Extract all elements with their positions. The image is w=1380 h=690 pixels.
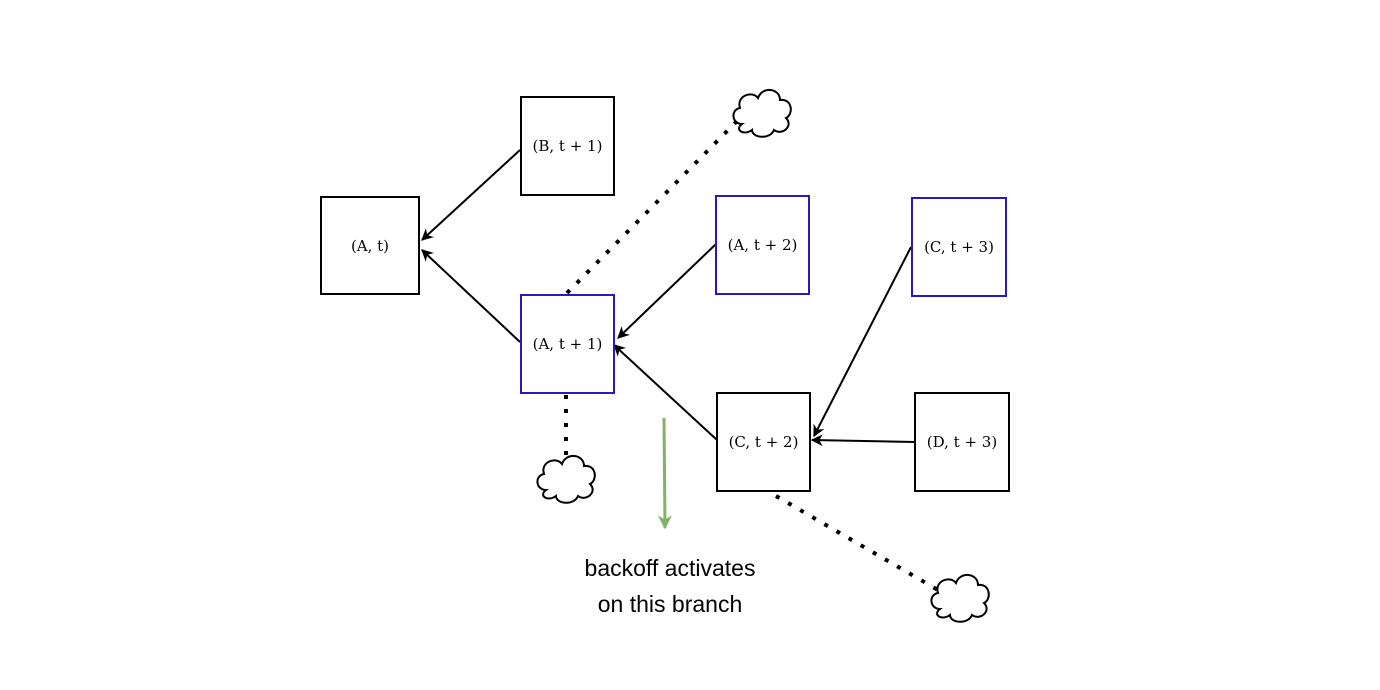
edge-c-t2-to-a-t1: [613, 344, 718, 441]
edge-a-t2-to-a-t1: [617, 243, 717, 339]
node-label: (C, t + 3): [924, 238, 994, 256]
elided-branch-right: [774, 494, 940, 592]
backoff-annotation: backoff activates on this branch: [540, 550, 800, 622]
annotation-line-2: on this branch: [597, 591, 743, 617]
node-c-t2: (C, t + 2): [716, 392, 811, 492]
cloud-icon: [930, 574, 990, 623]
node-a-t2: (A, t + 2): [715, 195, 810, 295]
node-d-t3: (D, t + 3): [914, 392, 1010, 492]
node-label: (D, t + 3): [926, 433, 998, 451]
edge-d-t3-to-c-t2: [810, 434, 916, 447]
node-b-t1: (B, t + 1): [520, 96, 615, 196]
node-label: (B, t + 1): [532, 137, 603, 155]
node-a-t1: (A, t + 1): [520, 294, 615, 394]
annotation-line-1: backoff activates: [584, 555, 756, 581]
node-label: (A, t + 1): [532, 335, 603, 353]
edge-b-t1-to-a-t: [421, 149, 521, 241]
cloud-icon: [732, 89, 792, 138]
node-a-t: (A, t): [320, 196, 420, 295]
backoff-arrow: [657, 417, 672, 530]
node-c-t3: (C, t + 3): [911, 197, 1007, 297]
edge-c-t3-to-c-t2: [813, 246, 912, 438]
node-label: (C, t + 2): [728, 433, 799, 451]
cloud-icon: [536, 455, 596, 504]
edge-a-t1-to-a-t: [421, 249, 521, 343]
node-label: (A, t): [350, 236, 390, 255]
node-label: (A, t + 2): [727, 236, 798, 254]
